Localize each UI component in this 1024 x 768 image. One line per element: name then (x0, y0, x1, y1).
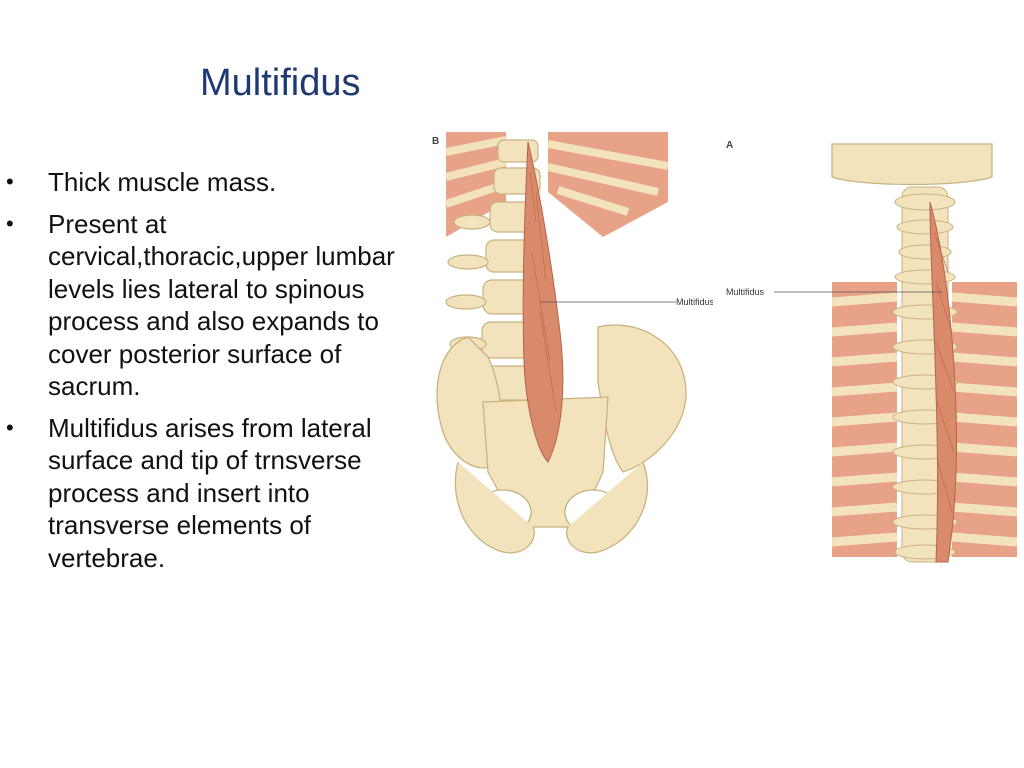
slide-title: Multifidus (200, 62, 361, 104)
multifidus-label-b: Multifidus (676, 297, 713, 307)
bullet-item: • Multifidus arises from lateral surface… (6, 412, 398, 575)
muscle-fibers (933, 231, 955, 513)
bullet-text: Present at cervical,thoracic,upper lumba… (48, 208, 395, 402)
muscle-fibers (529, 171, 557, 413)
pelvis (436, 324, 687, 554)
bullet-glyph: • (6, 169, 14, 194)
bullet-text: Thick muscle mass. (48, 167, 277, 197)
bullet-text: Multifidus arises from lateral surface a… (48, 412, 372, 573)
rib-bands (831, 282, 1018, 557)
skull-base (831, 143, 993, 186)
rib-bands (444, 132, 669, 237)
bullet-glyph: • (6, 414, 14, 440)
panel-letter-a: A (726, 140, 733, 151)
figure-spine-multifidus: A (726, 140, 1018, 563)
bullet-item: • Thick muscle mass. (6, 166, 398, 199)
bullet-glyph: • (6, 210, 14, 236)
bullet-item: • Present at cervical,thoracic,upper lum… (6, 208, 398, 403)
multifidus-label-a: Multifidus (726, 287, 765, 297)
figure-lumbar-multifidus: B (432, 132, 713, 554)
panel-letter-b: B (432, 136, 439, 147)
bullet-list: • Thick muscle mass. • Present at cervic… (6, 166, 398, 583)
